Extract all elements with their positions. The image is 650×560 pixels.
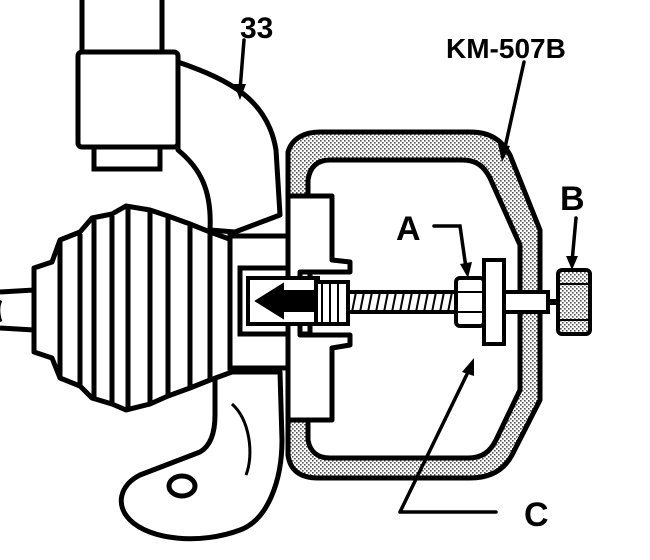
thrust-plate: [482, 258, 506, 346]
stub-axle: [246, 276, 320, 326]
pusher-adapter: [314, 280, 350, 326]
nut-b: [546, 268, 592, 336]
tool-frame: [285, 129, 543, 481]
leader-arrowheads: [234, 84, 578, 376]
nut-a: [454, 276, 486, 328]
leader-lines: [238, 38, 578, 514]
label-a: A: [396, 210, 421, 248]
leader-a: [432, 224, 468, 270]
leader-33: [238, 38, 246, 92]
leader-b: [570, 216, 578, 264]
drive-shaft: [0, 287, 37, 333]
hub-flange: [285, 193, 353, 423]
leader-c: [398, 366, 498, 514]
threaded-spindle: [346, 290, 550, 314]
label-tool: KM-507B: [446, 33, 566, 64]
label-c: C: [524, 496, 549, 534]
cv-boot: [31, 203, 235, 413]
steering-knuckle: [118, 59, 285, 542]
label-b: B: [560, 180, 585, 218]
leader-km507b: [502, 60, 526, 154]
label-33: 33: [240, 12, 273, 45]
strut-tube: [75, 0, 181, 172]
